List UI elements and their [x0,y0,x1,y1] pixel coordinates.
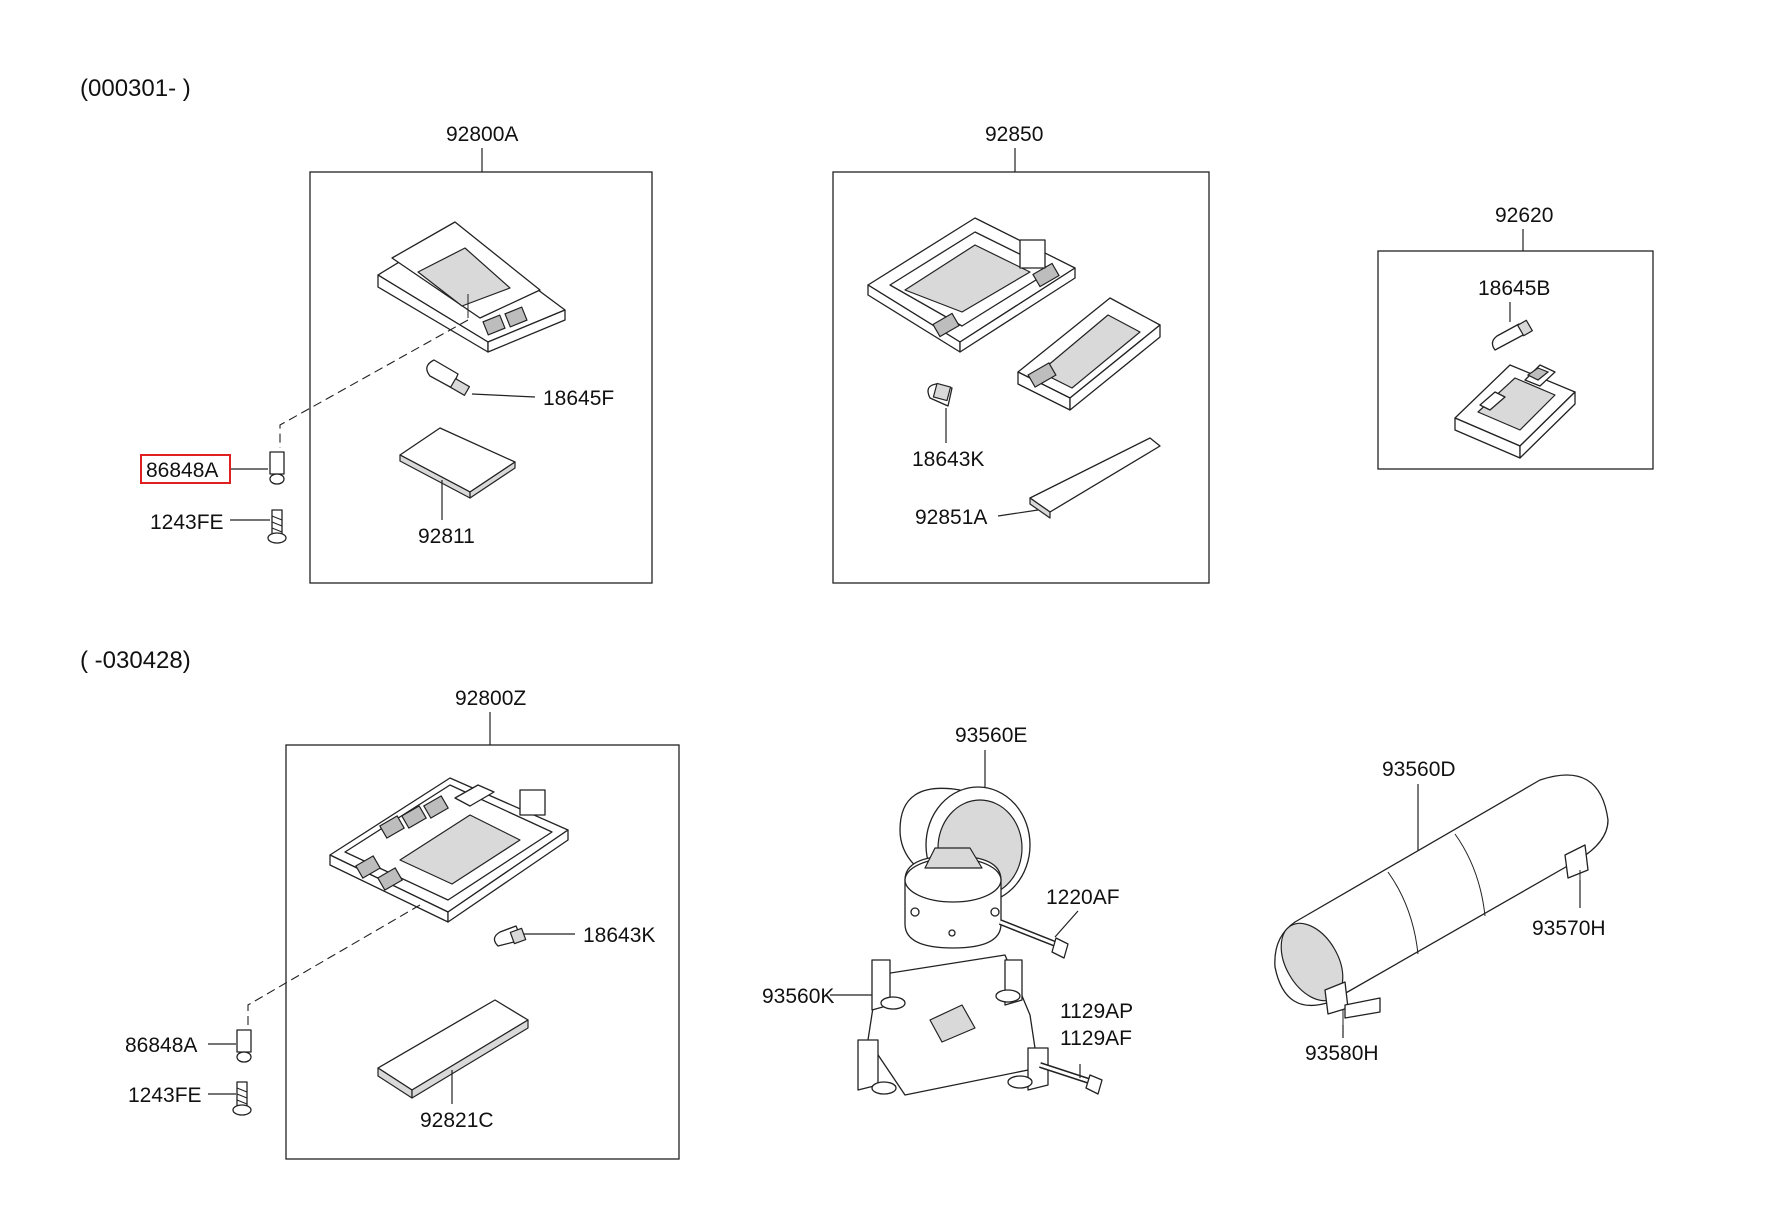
label-92620[interactable]: 92620 [1495,204,1553,227]
group-93560E: 93560E 1220AF [762,724,1133,1096]
bolt-1220AF[interactable] [998,919,1069,959]
label-18643K-top[interactable]: 18643K [912,448,984,471]
label-1129AF[interactable]: 1129AF [1060,1027,1132,1050]
label-92821C[interactable]: 92821C [420,1109,494,1132]
assembly-box-92620 [1377,250,1654,470]
assembly-box-92800A [309,171,653,584]
label-93560D[interactable]: 93560D [1382,758,1456,781]
label-92851A[interactable]: 92851A [915,506,987,529]
label-1220AF[interactable]: 1220AF [1046,886,1120,909]
label-93560K[interactable]: 93560K [762,985,834,1008]
clip-86848A-top[interactable] [269,451,285,485]
light-bar-93560D[interactable] [1268,774,1609,1035]
bulb-18645F[interactable] [426,359,471,396]
clip-86848A-bottom[interactable] [236,1029,252,1063]
label-1243FE-bottom[interactable]: 1243FE [128,1084,202,1107]
console-housing-92800Z[interactable] [329,777,569,923]
group-92800A: 92800A 18645F 92811 [140,123,653,584]
label-92800Z[interactable]: 92800Z [455,687,526,710]
label-1243FE-top[interactable]: 1243FE [150,511,224,534]
assembly-box-92850 [832,171,1210,584]
lamp-housing-92850[interactable] [867,217,1076,353]
label-92800A[interactable]: 92800A [446,123,518,146]
screw-1243FE-bottom[interactable] [232,1081,252,1116]
light-unit-92850[interactable] [1017,297,1161,411]
bulb-18643K-top[interactable] [927,382,953,407]
group-92800Z: 92800Z 86848A [125,687,680,1160]
warning-lamp-93560E[interactable] [899,786,1031,949]
section-header-top: (000301- ) [80,75,191,102]
label-18645F[interactable]: 18645F [543,387,614,410]
lens-92811[interactable] [399,427,516,499]
assembly-box-92800Z [285,744,680,1160]
screw-1243FE-top[interactable] [267,509,287,544]
label-93560E[interactable]: 93560E [955,724,1027,747]
label-18645B[interactable]: 18645B [1478,277,1550,300]
label-86848A-bottom[interactable]: 86848A [125,1034,197,1057]
highlight-86848A [140,454,231,484]
section-header-bottom: ( -030428) [80,647,191,674]
lamp-housing-92620[interactable] [1454,364,1576,459]
group-92620: 92620 18645B [1377,204,1654,470]
label-92850[interactable]: 92850 [985,123,1043,146]
label-18643K-bottom[interactable]: 18643K [583,924,655,947]
bolt-1129AP-1129AF[interactable] [1039,1062,1103,1095]
bulb-18645B[interactable] [1491,319,1533,351]
mounting-bracket-93560K[interactable] [857,954,1049,1096]
label-86848A-top[interactable]: 86848A [146,459,218,482]
group-93560D: 93560D 93570H 93580H [1268,758,1609,1065]
map-lamp-housing-92800A[interactable] [377,221,566,353]
group-92850: 92850 18643K [832,123,1210,584]
label-1129AP[interactable]: 1129AP [1060,1000,1133,1023]
bulb-18643K-bottom[interactable] [493,925,527,947]
label-93580H[interactable]: 93580H [1305,1042,1379,1065]
label-93570H[interactable]: 93570H [1532,917,1606,940]
lens-92851A[interactable] [1029,437,1161,519]
label-92811[interactable]: 92811 [418,525,475,548]
lens-92821C[interactable] [377,999,529,1099]
